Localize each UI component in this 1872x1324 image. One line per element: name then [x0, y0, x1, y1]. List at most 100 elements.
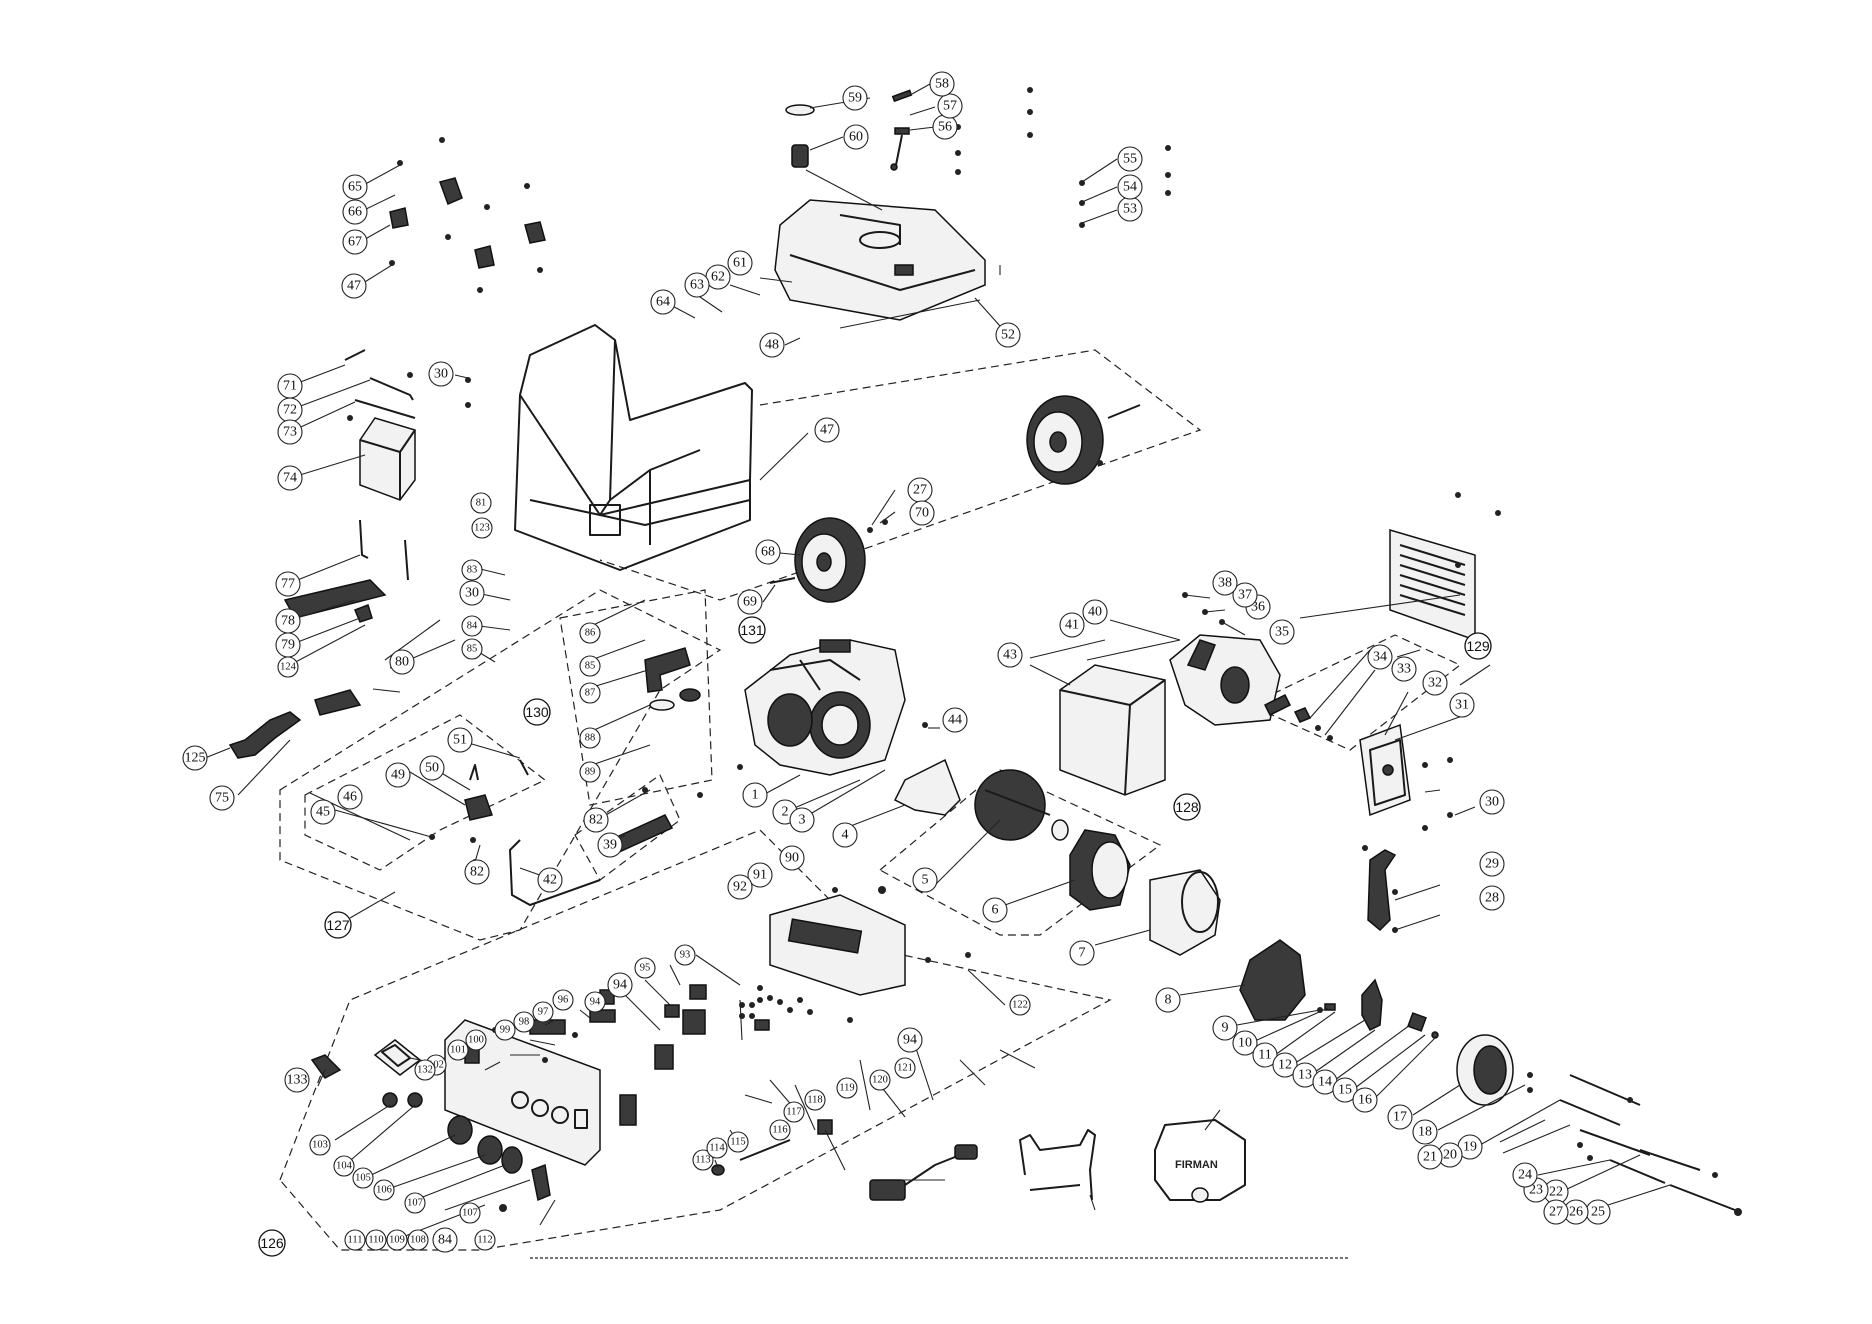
callout-63[interactable]: 63	[684, 272, 710, 298]
callout-104[interactable]: 104	[333, 1155, 355, 1177]
callout-99[interactable]: 99	[494, 1019, 516, 1041]
callout-55[interactable]: 55	[1117, 146, 1143, 172]
group-callout-130[interactable]: 130	[523, 698, 551, 726]
callout-107[interactable]: 107	[459, 1202, 481, 1224]
callout-123[interactable]: 123	[471, 517, 493, 539]
callout-96[interactable]: 96	[552, 989, 574, 1011]
callout-79[interactable]: 79	[275, 632, 301, 658]
callout-53[interactable]: 53	[1117, 196, 1143, 222]
callout-16[interactable]: 16	[1352, 1087, 1378, 1113]
callout-45[interactable]: 45	[310, 799, 336, 825]
group-callout-128[interactable]: 128	[1173, 793, 1201, 821]
callout-48[interactable]: 48	[759, 332, 785, 358]
callout-47[interactable]: 47	[814, 417, 840, 443]
callout-30[interactable]: 30	[1479, 789, 1505, 815]
callout-27[interactable]: 27	[1543, 1199, 1569, 1225]
callout-40[interactable]: 40	[1082, 599, 1108, 625]
callout-15[interactable]: 15	[1332, 1077, 1358, 1103]
callout-112[interactable]: 112	[474, 1229, 496, 1251]
callout-31[interactable]: 31	[1449, 692, 1475, 718]
callout-42[interactable]: 42	[537, 867, 563, 893]
callout-56[interactable]: 56	[932, 114, 958, 140]
callout-30[interactable]: 30	[428, 361, 454, 387]
callout-38[interactable]: 38	[1212, 570, 1238, 596]
callout-87[interactable]: 87	[579, 682, 601, 704]
callout-115[interactable]: 115	[727, 1131, 749, 1153]
callout-9[interactable]: 9	[1212, 1015, 1238, 1041]
callout-111[interactable]: 111	[344, 1229, 366, 1251]
callout-94[interactable]: 94	[897, 1027, 923, 1053]
callout-71[interactable]: 71	[277, 373, 303, 399]
callout-10[interactable]: 10	[1232, 1030, 1258, 1056]
callout-64[interactable]: 64	[650, 289, 676, 315]
callout-75[interactable]: 75	[209, 785, 235, 811]
callout-27[interactable]: 27	[907, 477, 933, 503]
callout-105[interactable]: 105	[352, 1167, 374, 1189]
callout-72[interactable]: 72	[277, 397, 303, 423]
callout-83[interactable]: 83	[461, 559, 483, 581]
callout-119[interactable]: 119	[836, 1077, 858, 1099]
callout-108[interactable]: 108	[407, 1229, 429, 1251]
callout-22[interactable]: 22	[1543, 1179, 1569, 1205]
group-callout-126[interactable]: 126	[258, 1229, 286, 1257]
callout-95[interactable]: 95	[634, 957, 656, 979]
callout-100[interactable]: 100	[465, 1029, 487, 1051]
callout-133[interactable]: 133	[284, 1067, 310, 1093]
callout-106[interactable]: 106	[373, 1179, 395, 1201]
callout-1[interactable]: 1	[742, 782, 768, 808]
callout-3[interactable]: 3	[789, 807, 815, 833]
callout-32[interactable]: 32	[1422, 670, 1448, 696]
callout-74[interactable]: 74	[277, 465, 303, 491]
callout-49[interactable]: 49	[385, 762, 411, 788]
group-callout-131[interactable]: 131	[738, 616, 766, 644]
group-callout-127[interactable]: 127	[324, 911, 352, 939]
callout-82[interactable]: 82	[583, 807, 609, 833]
callout-92[interactable]: 92	[727, 874, 753, 900]
callout-132[interactable]: 132	[414, 1059, 436, 1081]
callout-117[interactable]: 117	[783, 1101, 805, 1123]
callout-29[interactable]: 29	[1479, 851, 1505, 877]
callout-77[interactable]: 77	[275, 571, 301, 597]
callout-91[interactable]: 91	[747, 862, 773, 888]
callout-69[interactable]: 69	[737, 589, 763, 615]
callout-109[interactable]: 109	[386, 1229, 408, 1251]
callout-47[interactable]: 47	[341, 273, 367, 299]
callout-60[interactable]: 60	[843, 124, 869, 150]
callout-37[interactable]: 37	[1232, 582, 1258, 608]
callout-25[interactable]: 25	[1585, 1199, 1611, 1225]
callout-125[interactable]: 125	[182, 745, 208, 771]
callout-65[interactable]: 65	[342, 174, 368, 200]
callout-122[interactable]: 122	[1009, 994, 1031, 1016]
callout-70[interactable]: 70	[909, 500, 935, 526]
callout-26[interactable]: 26	[1563, 1199, 1589, 1225]
callout-18[interactable]: 18	[1412, 1119, 1438, 1145]
callout-66[interactable]: 66	[342, 199, 368, 225]
callout-94[interactable]: 94	[584, 991, 606, 1013]
callout-5[interactable]: 5	[912, 867, 938, 893]
callout-52[interactable]: 52	[995, 322, 1021, 348]
callout-124[interactable]: 124	[277, 656, 299, 678]
callout-120[interactable]: 120	[869, 1069, 891, 1091]
callout-110[interactable]: 110	[365, 1229, 387, 1251]
callout-90[interactable]: 90	[779, 845, 805, 871]
callout-7[interactable]: 7	[1069, 940, 1095, 966]
callout-41[interactable]: 41	[1059, 612, 1085, 638]
callout-98[interactable]: 98	[513, 1011, 535, 1033]
callout-50[interactable]: 50	[419, 755, 445, 781]
callout-24[interactable]: 24	[1512, 1162, 1538, 1188]
callout-4[interactable]: 4	[832, 822, 858, 848]
callout-86[interactable]: 86	[579, 622, 601, 644]
callout-73[interactable]: 73	[277, 419, 303, 445]
group-callout-129[interactable]: 129	[1464, 632, 1492, 660]
callout-68[interactable]: 68	[755, 539, 781, 565]
callout-33[interactable]: 33	[1391, 656, 1417, 682]
callout-46[interactable]: 46	[337, 784, 363, 810]
callout-54[interactable]: 54	[1117, 174, 1143, 200]
callout-30[interactable]: 30	[459, 580, 485, 606]
callout-67[interactable]: 67	[342, 229, 368, 255]
callout-17[interactable]: 17	[1387, 1104, 1413, 1130]
callout-80[interactable]: 80	[389, 649, 415, 675]
callout-57[interactable]: 57	[937, 93, 963, 119]
callout-28[interactable]: 28	[1479, 885, 1505, 911]
callout-97[interactable]: 97	[532, 1001, 554, 1023]
